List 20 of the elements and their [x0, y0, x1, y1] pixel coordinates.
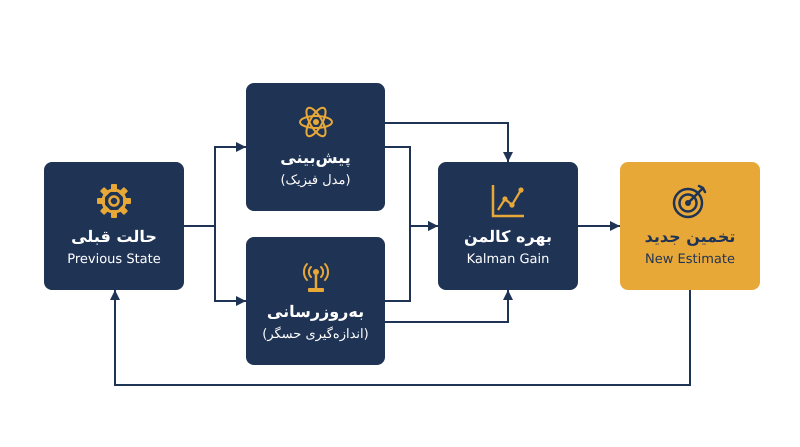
- arrow: [578, 221, 620, 231]
- node-subtitle: Previous State: [67, 252, 161, 269]
- node-title: به‌روزرسانی: [266, 302, 364, 323]
- process-box: [246, 237, 385, 365]
- node-subtitle: Kalman Gain: [466, 252, 550, 269]
- node-title: پیش‌بینی: [280, 148, 351, 169]
- arrow: [110, 290, 691, 386]
- node-title: حالت قبلی: [71, 227, 157, 248]
- process-box: [44, 162, 184, 290]
- process-box: [438, 162, 578, 290]
- node-title: تخمین جدید: [644, 227, 736, 248]
- node-subtitle: New Estimate: [645, 252, 735, 269]
- node-subtitle: (مدل فیزیک): [280, 172, 351, 190]
- arrow: [385, 221, 438, 302]
- process-box: [246, 83, 385, 211]
- result-box: [620, 162, 760, 290]
- node-title: بهره کالمن: [464, 227, 552, 248]
- node-subtitle: (اندازه‌گیری حسگر): [262, 326, 369, 344]
- arrow: [385, 122, 513, 162]
- arrow: [385, 290, 513, 323]
